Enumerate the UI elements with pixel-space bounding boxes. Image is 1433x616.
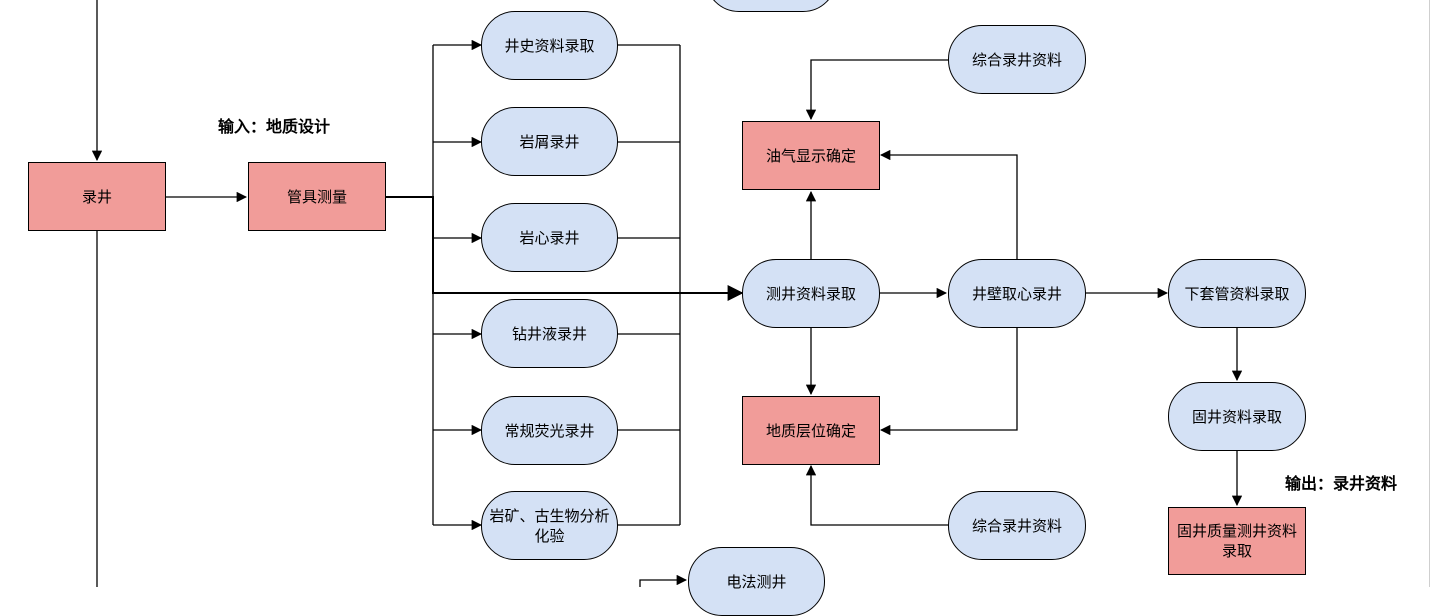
node-gujing-label: 固井资料录取: [1191, 407, 1282, 426]
node-zonghe-bottom-label: 综合录井资料: [971, 516, 1062, 535]
page-edge: [1429, 0, 1430, 587]
node-yanxie-label: 岩屑录井: [519, 132, 580, 151]
edge-jingbi-youqi: [879, 149, 1018, 259]
node-dizhi[interactable]: 地质层位确定: [742, 396, 880, 465]
connector-layer: [91, 0, 1243, 587]
node-yankuang[interactable]: 岩矿、古生物分析化验: [481, 491, 618, 560]
node-guanju[interactable]: 管具测量: [248, 162, 386, 231]
node-zonghe-top[interactable]: 综合录井资料: [948, 25, 1086, 94]
node-gujing[interactable]: 固井资料录取: [1168, 382, 1306, 451]
node-zonghe-top-label: 综合录井资料: [971, 50, 1062, 69]
input-label: 输入：地质设计: [218, 117, 331, 136]
node-youqi[interactable]: 油气显示确定: [742, 121, 880, 190]
node-zuanjingye-label: 钻井液录井: [511, 324, 587, 343]
node-cejing-label: 测井资料录取: [765, 284, 856, 303]
node-lujing-label: 录井: [81, 187, 112, 206]
node-zonghe-bottom[interactable]: 综合录井资料: [948, 491, 1086, 560]
node-jingbi-label: 井壁取心录井: [971, 284, 1062, 303]
edge-zonghe-dizhi: [805, 464, 948, 526]
node-jingshi-label: 井史资料录取: [504, 36, 595, 55]
edge-zonghe-youqi: [805, 59, 948, 121]
node-dianfa[interactable]: 电法测井: [688, 547, 825, 616]
node-yanxie[interactable]: 岩屑录井: [481, 107, 618, 176]
edge-jingbi-dizhi: [879, 327, 1018, 436]
node-yankuang-label: 岩矿、古生物分析化验: [489, 506, 610, 545]
node-yanxin[interactable]: 岩心录井: [481, 203, 618, 272]
node-gujingzhiliang-label: 固井质量测井资料录取: [1176, 522, 1297, 560]
node-jingshi[interactable]: 井史资料录取: [481, 11, 618, 80]
node-yingguang-label: 常规荧光录井: [504, 421, 595, 440]
node-cejing[interactable]: 测井资料录取: [742, 259, 880, 328]
node-jingbi[interactable]: 井壁取心录井: [948, 259, 1086, 328]
node-yanxin-label: 岩心录井: [519, 228, 580, 247]
edge-to-dianfa: [639, 574, 688, 587]
node-dizhi-label: 地质层位确定: [765, 421, 856, 440]
node-yingguang[interactable]: 常规荧光录井: [481, 396, 618, 465]
node-xiataoguan[interactable]: 下套管资料录取: [1168, 259, 1306, 328]
node-lujing[interactable]: 录井: [28, 162, 166, 231]
node-gujingzhiliang[interactable]: 固井质量测井资料录取: [1168, 507, 1306, 575]
output-label: 输出：录井资料: [1285, 474, 1398, 493]
node-guanju-label: 管具测量: [286, 187, 347, 206]
node-dianfa-label: 电法测井: [726, 573, 787, 591]
node-xiataoguan-label: 下套管资料录取: [1184, 284, 1290, 303]
node-youqi-label: 油气显示确定: [765, 146, 856, 165]
node-zuanjingye[interactable]: 钻井液录井: [481, 299, 618, 368]
